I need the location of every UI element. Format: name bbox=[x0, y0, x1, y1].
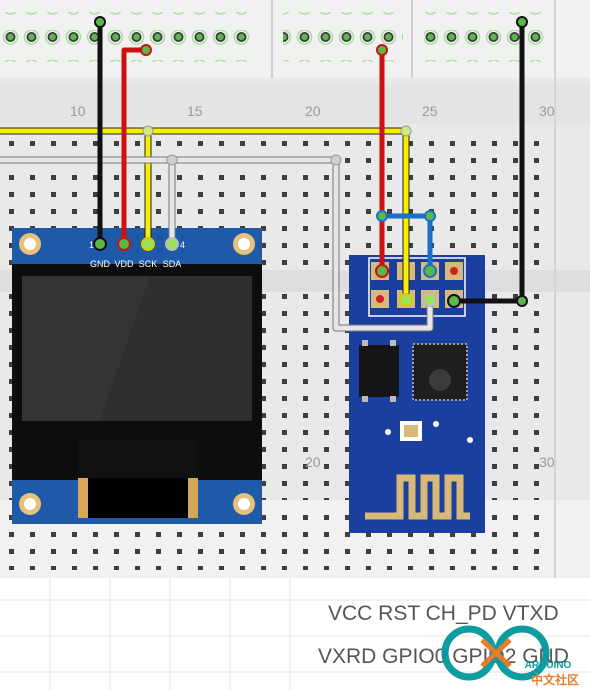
column-number: 25 bbox=[422, 103, 438, 119]
oled-ribbon-cable bbox=[86, 478, 188, 518]
pinout-legend-row1: VCC RST CH_PD VTXD bbox=[328, 602, 559, 625]
arduino-logo: ARDUINO 中文社区 bbox=[441, 625, 579, 687]
pcb-antenna bbox=[365, 474, 470, 520]
pin-label-vdd: VDD bbox=[114, 259, 134, 269]
pin-label-gnd: GND bbox=[90, 259, 111, 269]
wire-white-rx bbox=[0, 157, 433, 331]
wire-red-vdd-oled bbox=[121, 47, 149, 247]
column-number: 15 bbox=[187, 103, 203, 119]
espressif-logo bbox=[429, 369, 451, 391]
column-number: 30 bbox=[539, 454, 555, 470]
pin-number: 4 bbox=[180, 240, 185, 250]
esp-header-outline bbox=[368, 257, 466, 317]
column-number: 10 bbox=[70, 103, 86, 119]
pin-number: 1 bbox=[89, 240, 94, 250]
label-strip bbox=[0, 84, 590, 124]
pin-label-sck: SCK bbox=[139, 259, 158, 269]
logo-chinese: 中文社区 bbox=[531, 672, 579, 687]
column-number: 30 bbox=[539, 103, 555, 119]
pin-label-sda: SDA bbox=[163, 259, 182, 269]
legend-grid bbox=[0, 578, 590, 690]
esp01-module bbox=[349, 255, 485, 533]
column-number: 20 bbox=[305, 454, 321, 470]
wire-endpoints bbox=[93, 16, 528, 308]
esp-flash-chip bbox=[359, 345, 399, 397]
logo-wordmark: ARDUINO bbox=[525, 660, 572, 671]
legend-area bbox=[0, 578, 590, 690]
oled-display-module: 1 4 GND VDD SCK SDA bbox=[12, 228, 262, 524]
column-number: 20 bbox=[305, 103, 321, 119]
